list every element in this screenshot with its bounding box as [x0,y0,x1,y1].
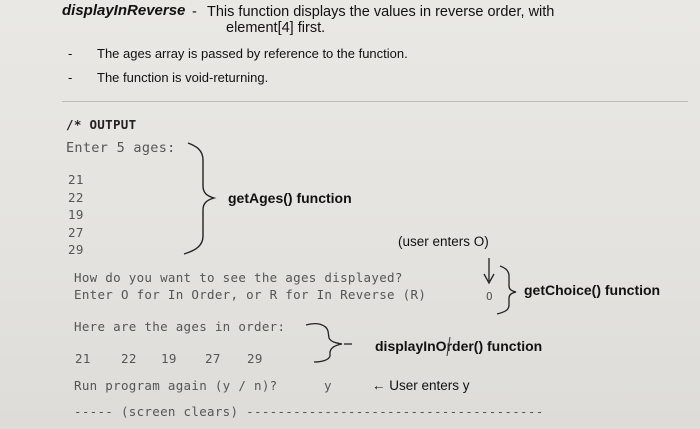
ages-prompt: Enter 5 ages: [66,140,176,156]
bullet-marker: - [68,70,73,85]
age-entry: 27 [68,224,84,240]
age-entry: 22 [68,189,84,205]
function-name: displayInReverse [62,2,186,19]
run-again-answer: y [324,378,332,393]
ordered-age: 19 [161,351,177,366]
get-choice-label: getChoice() function [524,282,661,298]
get-choice-brace [496,265,517,315]
header-dash: - [192,4,197,20]
bullet-text: The ages array is passed by reference to… [97,46,408,61]
ordered-age: 29 [247,351,263,366]
bullet-marker: - [68,46,73,61]
user-choice-value: O [486,290,493,303]
description-line-1: This function displays the values in rev… [207,4,555,20]
question-line-2: Enter O for In Order, or R for In Revers… [74,287,427,302]
ages-list: 21 22 19 27 29 [68,171,84,259]
divider-line [62,101,688,102]
display-in-order-brace [305,323,343,363]
bullet-text: The function is void-returning. [97,70,269,85]
choice-arrowhead [483,273,495,285]
get-ages-brace [183,142,217,255]
display-in-order-cursor [446,336,451,357]
user-enters-o-note: (user enters O) [398,234,489,249]
display-in-order-label: displayInOrder() function [375,338,543,354]
description-line-2: element[4] first. [226,20,326,36]
get-ages-label: getAges() function [228,190,352,206]
ordered-age: 22 [121,351,137,366]
age-entry: 29 [68,242,84,257]
user-enters-y-note: ← User enters y [372,378,470,393]
ordered-age: 27 [205,351,221,366]
question-line-1: How do you want to see the ages displaye… [74,270,403,285]
run-again-prompt: Run program again (y / n)? [74,378,278,393]
age-entry: 19 [68,207,84,222]
order-heading: Here are the ages in order: [74,319,286,334]
screen-clears-line: ----- (screen clears) ------------------… [74,404,544,419]
ordered-age: 21 [75,351,91,366]
age-entry: 21 [68,172,84,187]
output-comment: /* OUTPUT [66,117,137,132]
